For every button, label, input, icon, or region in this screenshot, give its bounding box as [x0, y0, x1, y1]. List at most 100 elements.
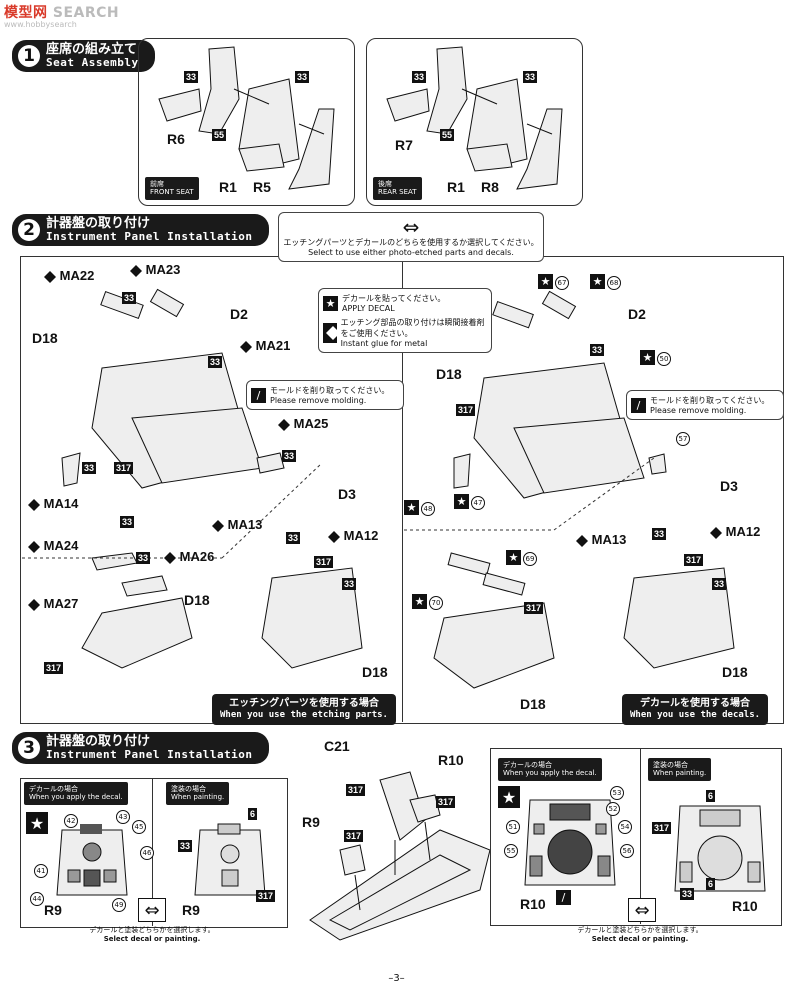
molding-note-right: /モールドを削り取ってください。Please remove molding. — [626, 390, 784, 420]
etched-parts-drawing — [22, 288, 363, 669]
part-317: 317 — [44, 662, 64, 674]
arrow-swap-icon: ⇔ — [138, 898, 166, 922]
step-3-right-divider — [640, 748, 641, 924]
decal-67: ★67 — [538, 270, 569, 290]
decal-41: 41 — [34, 864, 48, 878]
decal-56: 56 — [620, 844, 634, 858]
part-r9: R9 — [182, 902, 200, 918]
etched-part-icon — [28, 598, 40, 611]
decal-47: ★47 — [454, 490, 485, 510]
part-label: R5 — [253, 179, 271, 195]
part-317: 317 — [346, 784, 366, 796]
step-title-en: Instrument Panel Installation — [46, 748, 253, 762]
part-33: 33 — [208, 356, 223, 368]
step-title-en: Instrument Panel Installation — [46, 230, 253, 244]
part-33: 33 — [282, 450, 297, 462]
cockpit-tub-drawing — [309, 771, 491, 941]
step-title-jp: 計器盤の取り付け — [46, 734, 151, 749]
decal-69: ★69 — [506, 546, 537, 566]
part-33: 33 — [590, 344, 605, 356]
etched-part-icon — [710, 526, 722, 539]
part-317: 317 — [456, 404, 476, 416]
star-icon: ★ — [412, 594, 427, 609]
step-3-right-frame — [490, 748, 782, 926]
step-title-jp: 計器盤の取り付け — [46, 216, 151, 231]
step-number: 1 — [18, 45, 40, 68]
part-d18: D18 — [520, 696, 546, 712]
part-label: 33 — [295, 71, 310, 83]
star-icon: ★ — [26, 812, 48, 834]
part-r9: R9 — [302, 814, 320, 830]
part-33: 33 — [652, 528, 667, 540]
decal-drawing — [404, 290, 735, 689]
part-r10: R10 — [520, 896, 546, 912]
part-317: 317 — [314, 556, 334, 568]
part-d18: D18 — [184, 592, 210, 608]
watermark-logo: 模型网 SEARCH — [4, 5, 120, 21]
right-panel-decal-drawing — [524, 799, 616, 886]
part-ma12: MA12 — [328, 528, 378, 543]
part-33: 33 — [82, 462, 97, 474]
decal-45: 45 — [132, 820, 146, 834]
part-317: 317 — [344, 830, 364, 842]
part-6: 6 — [248, 808, 258, 820]
molding-icon: / — [631, 397, 646, 413]
decal-68: ★68 — [590, 270, 621, 290]
part-33: 33 — [120, 516, 135, 528]
page-number: –3– — [388, 973, 405, 984]
etched-part-icon — [323, 322, 337, 343]
part-6: 6 — [706, 790, 716, 802]
part-ma13: MA13 — [212, 517, 262, 532]
rear-seat-drawing — [386, 46, 563, 190]
part-317: 317 — [652, 822, 672, 834]
part-c21: C21 — [324, 738, 350, 754]
step-number: 2 — [18, 219, 40, 242]
star-icon: ★ — [498, 786, 520, 808]
part-33: 33 — [136, 552, 151, 564]
step-title-en: Seat Assembly — [46, 56, 139, 70]
etched-part-icon — [164, 551, 176, 564]
part-ma12: MA12 — [710, 524, 760, 539]
step-number: 3 — [18, 737, 40, 760]
etched-part-icon — [328, 530, 340, 543]
etched-part-icon — [28, 540, 40, 553]
etched-part-icon — [28, 498, 40, 511]
part-317: 317 — [256, 890, 276, 902]
part-label: 33 — [523, 71, 538, 83]
decal-48: ★48 — [404, 496, 435, 516]
etched-part-icon — [240, 340, 252, 353]
star-icon: ★ — [590, 274, 605, 289]
star-icon: ★ — [454, 494, 469, 509]
decal-42: 42 — [64, 814, 78, 828]
decal-54: 54 — [618, 820, 632, 834]
step-2-divider — [402, 256, 403, 722]
part-label: R8 — [481, 179, 499, 195]
part-ma13: MA13 — [576, 532, 626, 547]
part-r9: R9 — [44, 902, 62, 918]
star-icon: ★ — [640, 350, 655, 365]
molding-icon: / — [556, 890, 571, 905]
decal-52: 52 — [606, 802, 620, 816]
part-label: 33 — [184, 71, 199, 83]
select-etch-or-decal-note: ⇔ エッチングパーツとデカールのどちらを使用するか選択してください。 Selec… — [278, 212, 544, 262]
part-ma14: MA14 — [28, 496, 78, 511]
etched-part-icon — [44, 270, 56, 283]
arrow-swap-icon: ⇔ — [402, 215, 420, 239]
part-r10: R10 — [438, 752, 464, 768]
part-33: 33 — [178, 840, 193, 852]
etched-part-icon — [212, 519, 224, 532]
decal-53: 53 — [610, 786, 624, 800]
part-33: 33 — [122, 292, 137, 304]
decal-55: 55 — [504, 844, 518, 858]
legend-box: ★デカールを貼ってください。APPLY DECAL エッチング部品の取り付けは瞬… — [318, 288, 492, 353]
part-d2: D2 — [230, 306, 248, 322]
part-d3: D3 — [338, 486, 356, 502]
